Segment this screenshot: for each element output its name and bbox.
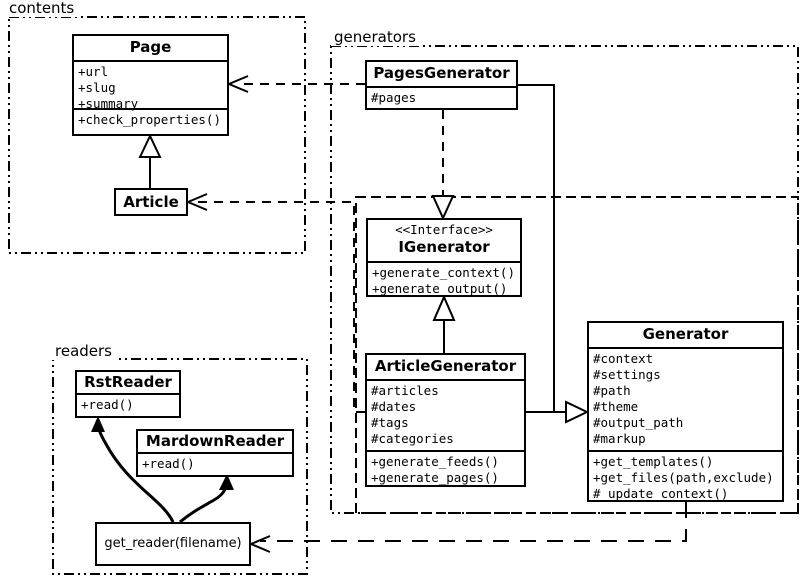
class-attributes-articlegenerator: #articles #dates #tags #categories [367, 379, 524, 450]
class-attributes-page: +url +slug +summary [74, 60, 227, 111]
class-methods-igenerator: +generate_context() +generate_output() [368, 261, 520, 300]
class-methods-page: +check_properties() [74, 108, 227, 131]
class-name-mardownreader: MardownReader [145, 432, 285, 450]
attribute-item: #articles [371, 383, 439, 398]
class-attributes-pagesgenerator: #pages [367, 86, 516, 109]
function-box-get-reader[interactable]: get_reader(filename) [95, 522, 251, 566]
method-item: +generate_feeds() [371, 454, 499, 469]
class-name-page: Page [129, 38, 172, 56]
arrowhead-generalization-generator [565, 400, 590, 424]
class-methods-generator: +get_templates() +get_files(path,exclude… [589, 450, 782, 505]
attribute-item: #settings [593, 367, 661, 382]
method-item: #_update_context() [593, 486, 729, 501]
method-item: +generate_output() [372, 281, 508, 296]
edge-getreader-to-mardownreader [179, 481, 228, 524]
function-label-get-reader: get_reader(filename) [104, 536, 242, 551]
method-item: +check_properties() [78, 112, 221, 127]
package-label-readers: readers [52, 342, 115, 360]
class-name-pagesgenerator: PagesGenerator [373, 64, 510, 82]
package-label-contents: contents [6, 0, 78, 17]
class-box-article[interactable]: Article [114, 188, 188, 216]
class-name-article: Article [123, 192, 179, 211]
edge-articlegenerator-to-article-dependency [197, 201, 365, 413]
attribute-item: #pages [371, 90, 417, 105]
arrowhead-generalization-igenerator [432, 294, 456, 321]
class-name-igenerator: IGenerator [398, 238, 490, 256]
arrowhead-rstreader [91, 416, 105, 432]
method-item: +read() [142, 456, 195, 471]
method-item: +get_files(path,exclude) [593, 470, 774, 485]
attribute-item: #context [593, 351, 654, 366]
attribute-item: +slug [78, 80, 116, 95]
class-attributes-generator: #context #settings #path #theme #output_… [589, 347, 782, 450]
arrowhead-realization-igenerator [431, 195, 455, 221]
arrowhead-generalization-page [138, 133, 162, 158]
class-box-articlegenerator[interactable]: ArticleGenerator #articles #dates #tags … [365, 353, 526, 487]
class-box-rstreader[interactable]: RstReader +read() [75, 370, 181, 418]
class-box-mardownreader[interactable]: MardownReader +read() [136, 429, 294, 477]
method-item: +generate_context() [372, 265, 515, 280]
class-methods-articlegenerator: +generate_feeds() +generate_pages() [367, 450, 524, 489]
attribute-item: #theme [593, 399, 639, 414]
method-item: +generate_pages() [371, 470, 499, 485]
package-label-generators: generators [331, 28, 419, 46]
arrowhead-open-getreader [248, 535, 271, 553]
attribute-item: +url [78, 64, 109, 79]
class-header-igenerator: <<Interface>> IGenerator [368, 220, 520, 261]
class-box-page[interactable]: Page +url +slug +summary +check_properti… [72, 34, 229, 136]
class-name-rstreader: RstReader [84, 373, 172, 391]
class-name-articlegenerator: ArticleGenerator [374, 357, 517, 375]
arrowhead-open-page [226, 75, 249, 93]
class-box-generator[interactable]: Generator #context #settings #path #them… [587, 321, 784, 502]
class-methods-rstreader: +read() [77, 393, 179, 416]
attribute-item: #output_path [593, 415, 684, 430]
class-box-pagesgenerator[interactable]: PagesGenerator #pages [365, 60, 518, 110]
attribute-item: #tags [371, 415, 409, 430]
attribute-item: #markup [593, 431, 646, 446]
attribute-item: #path [593, 383, 631, 398]
attribute-item: #categories [371, 431, 454, 446]
class-methods-mardownreader: +read() [138, 452, 292, 475]
arrowhead-open-article [185, 193, 208, 211]
method-item: +read() [81, 397, 134, 412]
class-box-igenerator[interactable]: <<Interface>> IGenerator +generate_conte… [366, 218, 522, 297]
method-item: +get_templates() [593, 454, 714, 469]
attribute-item: #dates [371, 399, 417, 414]
class-stereotype-igenerator: <<Interface>> [395, 222, 493, 237]
edge-generator-to-getreader-dependency [260, 502, 687, 542]
class-name-generator: Generator [642, 325, 729, 343]
